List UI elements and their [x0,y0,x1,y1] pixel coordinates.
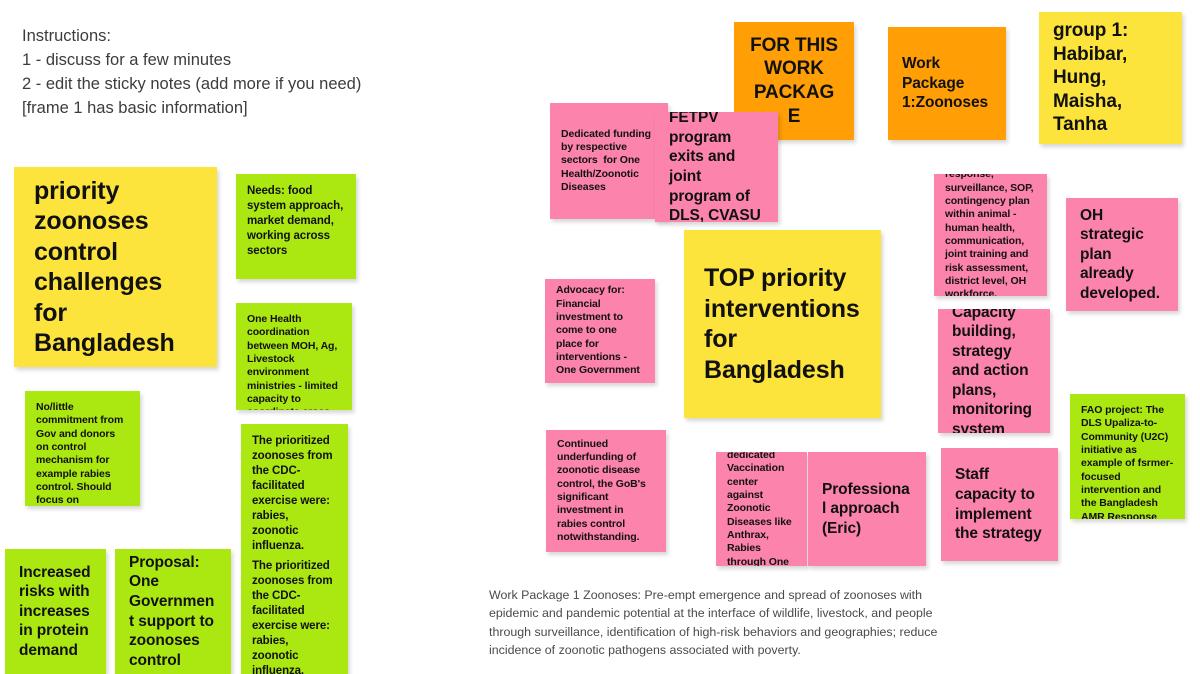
sticky-note-text: group 1: Habibar, Hung, Maisha, Tanha [1053,20,1134,136]
sticky-note-text: FOR THIS WORK PACKAGE [750,34,844,127]
sticky-note-advocacy-financial-investment[interactable]: Advocacy for: Financial investment to co… [545,279,655,383]
sticky-note-need-to-set-vaccination[interactable]: Need to set dedicated Vaccination center… [716,452,807,566]
sticky-note-top-priority-interventions[interactable]: TOP priority interventions for Banglades… [684,230,881,418]
sticky-note-proposal-one-government[interactable]: Proposal: One Government support to zoon… [115,549,231,674]
sticky-note-text: One Health coordination between MOH, Ag,… [247,313,338,410]
sticky-note-text: Capacity building, strategy and action p… [952,309,1037,433]
sticky-note-group-1-members[interactable]: group 1: Habibar, Hung, Maisha, Tanha [1039,12,1182,144]
work-package-caption: Work Package 1 Zoonoses: Pre-empt emerge… [489,588,938,658]
sticky-note-text: TOP priority interventions for Banglades… [704,264,867,384]
sticky-note-text: Dedicated funding by respective sectors … [561,127,654,193]
sticky-note-staff-capacity-strategy[interactable]: Staff capacity to implement the strategy [941,448,1058,561]
instructions-text: Instructions: 1 - discuss for a few minu… [22,27,362,117]
sticky-note-oh-strategic-plan[interactable]: OH strategic plan already developed. [1066,198,1178,311]
sticky-note-text: Prevention, detection and response, surv… [945,174,1034,296]
sticky-note-text: The prioritized zoonoses from the CDC-fa… [252,560,333,674]
sticky-note-fao-project-u2c[interactable]: FAO project: The DLS Upaliza-to-Communit… [1070,394,1185,519]
sticky-note-work-package-1-zoonoses[interactable]: Work Package 1:Zoonoses [888,27,1006,140]
sticky-note-text: Advocacy for: Financial investment to co… [556,284,640,377]
sticky-note-text: Needs: food system approach, market dema… [247,185,347,257]
sticky-note-text: No/little commitment from Gov and donors… [36,401,124,506]
sticky-note-text: Work Package 1:Zoonoses [902,55,988,112]
sticky-note-text: Proposal: One Government support to zoon… [129,553,219,669]
sticky-note-prevention-detection-response[interactable]: Prevention, detection and response, surv… [934,174,1047,296]
sticky-note-text: The prioritized zoonoses from the CDC-fa… [252,435,333,549]
sticky-note-needs-food-system[interactable]: Needs: food system approach, market dema… [236,174,356,279]
sticky-note-capacity-building-strategy[interactable]: Capacity building, strategy and action p… [938,309,1050,433]
sticky-note-text: Continued underfunding of zoonotic disea… [557,437,649,543]
sticky-note-text: OH strategic plan already developed. [1080,206,1160,302]
sticky-note-fetp-fetpv-program[interactable]: FETP, FETPV program exits and joint prog… [655,112,778,222]
sticky-note-text: priority zoonoses control challenges for… [34,176,175,358]
sticky-note-increased-risks-protein-demand[interactable]: Increased risks with increases in protei… [5,549,106,674]
sticky-note-text: Increased risks with increases in protei… [19,563,95,659]
sticky-note-text: FETP, FETPV program exits and joint prog… [669,112,761,222]
sticky-note-priority-zoonoses-challenges[interactable]: priority zoonoses control challenges for… [14,167,217,367]
sticky-note-text: Staff capacity to implement the strategy [955,466,1042,543]
sticky-note-dedicated-funding[interactable]: Dedicated funding by respective sectors … [550,103,668,219]
sticky-note-professional-approach-eric[interactable]: Professional approach (Eric) [808,452,926,566]
sticky-note-one-health-coordination[interactable]: One Health coordination between MOH, Ag,… [236,303,352,410]
sticky-note-prioritized-zoonoses-cdc-1[interactable]: The prioritized zoonoses from the CDC-fa… [241,424,348,549]
sticky-note-text: Need to set dedicated Vaccination center… [727,452,792,566]
sticky-note-text: FAO project: The DLS Upaliza-to-Communit… [1081,404,1174,519]
sticky-note-prioritized-zoonoses-cdc-2[interactable]: The prioritized zoonoses from the CDC-fa… [241,549,348,674]
sticky-note-text: Professional approach (Eric) [822,480,910,537]
sticky-note-no-little-commitment[interactable]: No/little commitment from Gov and donors… [25,391,140,506]
sticky-note-continued-underfunding[interactable]: Continued underfunding of zoonotic disea… [546,430,666,552]
